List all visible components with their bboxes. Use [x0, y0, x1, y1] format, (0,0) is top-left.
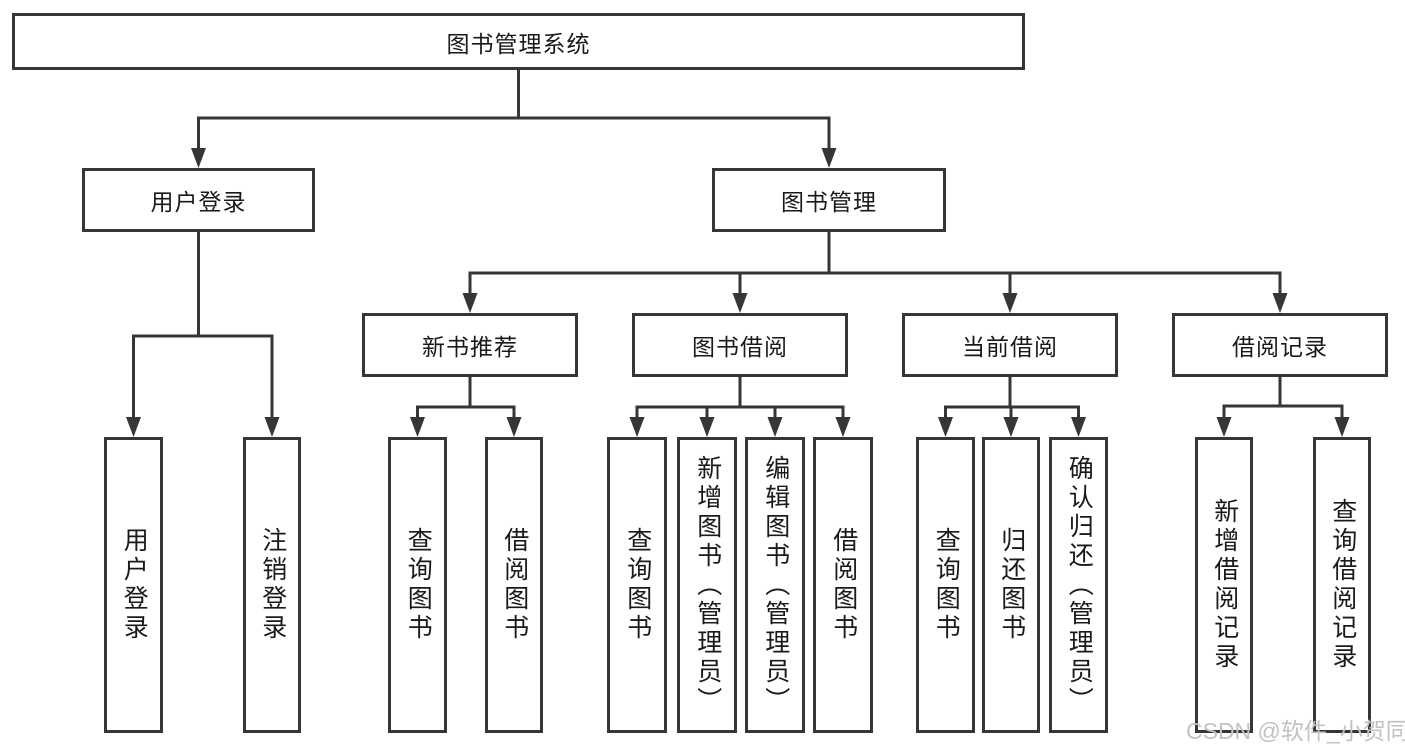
- leaf-logout: 注销登录: [243, 437, 301, 733]
- leaf-borrow-edit-admin: 编辑图书（管理员）: [745, 437, 805, 733]
- node-borrow-records: 借阅记录: [1172, 313, 1388, 377]
- node-current-borrow: 当前借阅: [902, 313, 1118, 377]
- node-book-management: 图书管理: [712, 168, 946, 232]
- leaf-borrow-edit-admin-label: 编辑图书（管理员）: [761, 454, 790, 716]
- leaf-current-query: 查询图书: [916, 437, 975, 733]
- leaf-current-return: 归还图书: [982, 437, 1040, 733]
- leaf-newbook-borrow-label: 借阅图书: [500, 527, 529, 643]
- node-new-book-recommend: 新书推荐: [362, 313, 578, 377]
- leaf-newbook-query: 查询图书: [388, 437, 447, 733]
- leaf-records-query-label: 查询借阅记录: [1328, 498, 1357, 672]
- node-library-system: 图书管理系统: [12, 13, 1025, 70]
- leaf-records-query: 查询借阅记录: [1313, 437, 1371, 733]
- leaf-user-login-label: 用户登录: [120, 527, 149, 643]
- node-book-borrow: 图书借阅: [632, 313, 848, 377]
- leaf-records-add: 新增借阅记录: [1195, 437, 1253, 733]
- leaf-borrow-borrow-label: 借阅图书: [829, 527, 858, 643]
- leaf-newbook-query-label: 查询图书: [404, 527, 433, 643]
- leaf-user-login: 用户登录: [104, 437, 163, 733]
- node-user-login: 用户登录: [82, 168, 315, 232]
- leaf-borrow-query-label: 查询图书: [623, 527, 652, 643]
- leaf-current-return-label: 归还图书: [997, 527, 1026, 643]
- csdn-watermark: CSDN @软件_小贺同学: [1186, 718, 1405, 744]
- leaf-current-query-label: 查询图书: [932, 527, 961, 643]
- leaf-borrow-borrow: 借阅图书: [813, 437, 873, 733]
- leaf-borrow-add-admin: 新增图书（管理员）: [677, 437, 737, 733]
- leaf-records-add-label: 新增借阅记录: [1210, 498, 1239, 672]
- leaf-current-confirm-admin-label: 确认归还（管理员）: [1065, 454, 1094, 716]
- leaf-borrow-query: 查询图书: [607, 437, 667, 733]
- leaf-logout-label: 注销登录: [258, 527, 287, 643]
- leaf-current-confirm-admin: 确认归还（管理员）: [1049, 437, 1108, 733]
- leaf-newbook-borrow: 借阅图书: [485, 437, 543, 733]
- leaf-borrow-add-admin-label: 新增图书（管理员）: [693, 454, 722, 716]
- connector-lines: [132, 68, 1344, 423]
